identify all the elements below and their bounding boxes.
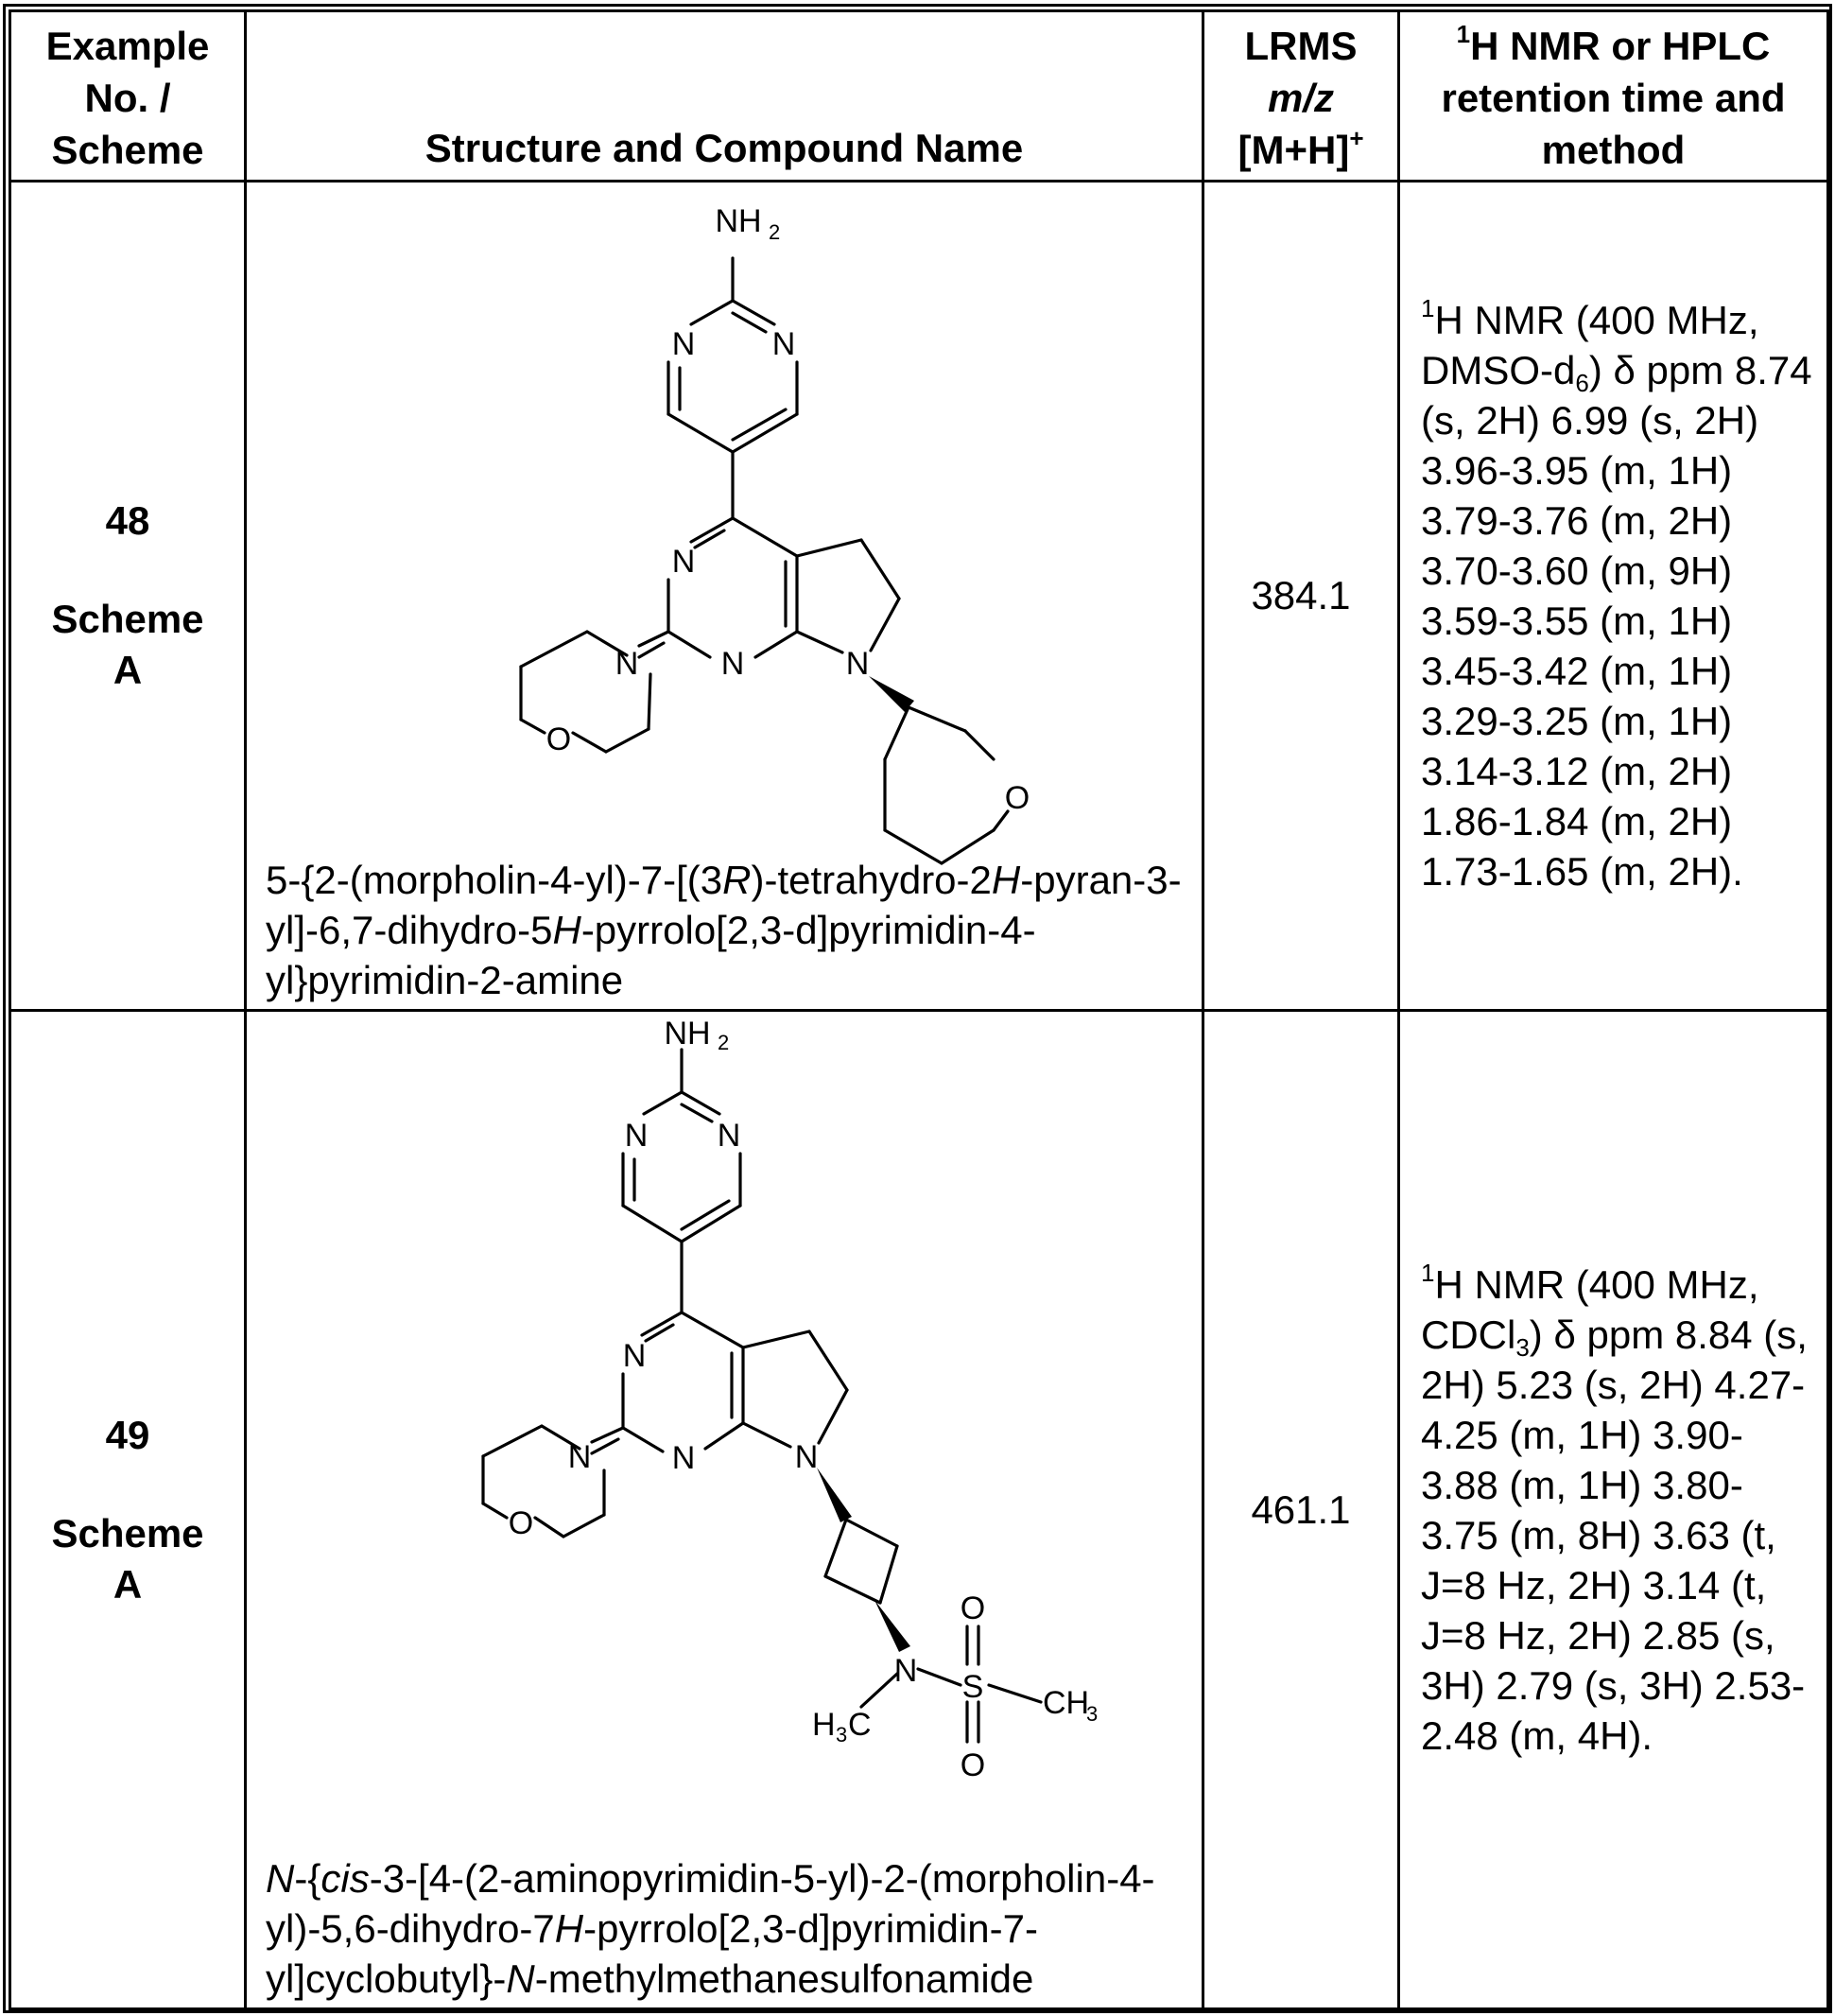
header-row: Example No. / Scheme Structure and Compo…: [10, 11, 1828, 182]
atom-nh2: NH: [664, 1016, 710, 1051]
scheme-letter: A: [11, 645, 244, 696]
compound-name: N-{cis-3-[4-(2-aminopyrimidin-5-yl)-2-(m…: [266, 1853, 1192, 2004]
header-lrms: LRMS m/z [M+H]+: [1203, 11, 1399, 182]
atom-h3c-sub: 3: [836, 1723, 847, 1747]
header-nmr-sup: 1: [1457, 20, 1470, 48]
compound-name-run: )-tetrahydro-2: [751, 858, 991, 902]
nmr-run: 6: [1575, 369, 1588, 397]
example-cell: 49 Scheme A: [10, 1011, 246, 2009]
example-cell: 48 Scheme A: [10, 182, 246, 1011]
header-example-line1: Example: [11, 20, 244, 72]
example-number: 49: [11, 1410, 244, 1461]
header-lrms-sup: +: [1349, 124, 1363, 152]
header-nmr-line1: H NMR or HPLC: [1470, 24, 1770, 68]
header-lrms-line2: m/z: [1268, 76, 1334, 120]
lrms-value: 384.1: [1251, 573, 1350, 617]
atom-n: N: [615, 646, 639, 682]
header-lrms-line1: LRMS: [1204, 20, 1397, 72]
nmr-text: 1H NMR (400 MHz, DMSO-d6) δ ppm 8.74 (s,…: [1421, 295, 1819, 896]
atom-nh2-sub: 2: [718, 1031, 729, 1054]
nmr-text: 1H NMR (400 MHz, CDCl3) δ ppm 8.84 (s, 2…: [1421, 1260, 1819, 1761]
compound-table: Example No. / Scheme Structure and Compo…: [9, 9, 1829, 2010]
atom-h3c-c: C: [848, 1707, 872, 1743]
atom-n: N: [846, 646, 870, 682]
atom-n: N: [894, 1653, 918, 1689]
compound-name-run: 5-{2-(morpholin-4-yl)-7-[(3: [266, 858, 722, 902]
header-nmr: 1H NMR or HPLC retention time and method: [1399, 11, 1828, 182]
compound-name-run: N: [266, 1856, 294, 1901]
scheme-label: Scheme: [11, 594, 244, 645]
compound-name-run: H: [555, 1906, 583, 1951]
atom-n: N: [672, 326, 696, 362]
atom-nh2: NH: [715, 203, 761, 239]
lrms-value: 461.1: [1251, 1487, 1350, 1532]
atom-n: N: [772, 326, 796, 362]
compound-name-run: -methylmethanesulfonamide: [535, 1956, 1034, 2001]
scheme-label: Scheme: [11, 1508, 244, 1559]
header-nmr-line3: method: [1400, 124, 1826, 176]
example-number: 48: [11, 495, 244, 547]
atom-n: N: [718, 1118, 741, 1154]
nmr-cell: 1H NMR (400 MHz, CDCl3) δ ppm 8.84 (s, 2…: [1399, 1011, 1828, 2009]
nmr-cell: 1H NMR (400 MHz, DMSO-d6) δ ppm 8.74 (s,…: [1399, 182, 1828, 1011]
structure-cell: NH 2 N N N N N N O N S O O H 3 C CH 3 N-…: [246, 1011, 1203, 2009]
lrms-cell: 384.1: [1203, 182, 1399, 1011]
atom-h3c: H: [812, 1707, 836, 1743]
atom-s: S: [962, 1669, 984, 1705]
atom-n: N: [625, 1118, 649, 1154]
compound-name-run: H: [552, 908, 580, 952]
atom-ch3-sub: 3: [1086, 1702, 1098, 1726]
atom-o: O: [961, 1747, 985, 1783]
compound-name-run: H: [992, 858, 1020, 902]
atom-o: O: [509, 1505, 533, 1541]
atom-n: N: [672, 544, 696, 580]
structure-cell: NH 2 N N N N N N O O 5-{2-(morpholin-4-y…: [246, 182, 1203, 1011]
nmr-run: 1: [1421, 294, 1434, 322]
nmr-run: 1: [1421, 1259, 1434, 1287]
nmr-run: ) δ ppm 8.74 (s, 2H) 6.99 (s, 2H) 3.96-3…: [1421, 348, 1812, 894]
header-structure-label: Structure and Compound Name: [425, 126, 1023, 170]
header-example-no: Example No. / Scheme: [10, 11, 246, 182]
table-row: 48 Scheme A: [10, 182, 1828, 1011]
atom-o: O: [546, 721, 571, 757]
atom-n: N: [623, 1338, 647, 1374]
lrms-cell: 461.1: [1203, 1011, 1399, 2009]
atom-o: O: [1005, 780, 1030, 816]
nmr-run: 3: [1515, 1333, 1529, 1362]
atom-n: N: [568, 1439, 592, 1475]
atom-o: O: [961, 1590, 985, 1626]
compound-name-run: R: [722, 858, 751, 902]
table-row: 49 Scheme A: [10, 1011, 1828, 2009]
compound-name-run: -{: [294, 1856, 320, 1901]
header-structure: Structure and Compound Name: [246, 11, 1203, 182]
compound-name-run: N: [506, 1956, 534, 2001]
atom-nh2-sub: 2: [769, 220, 780, 244]
header-nmr-line2: retention time and: [1400, 72, 1826, 124]
atom-n: N: [721, 646, 745, 682]
nmr-run: ) δ ppm 8.84 (s, 2H) 5.23 (s, 2H) 4.27-4…: [1421, 1312, 1808, 1758]
atom-ch3: CH: [1043, 1685, 1089, 1721]
header-lrms-line3: [M+H]: [1238, 128, 1349, 172]
atom-n: N: [795, 1439, 819, 1475]
compound-name: 5-{2-(morpholin-4-yl)-7-[(3R)-tetrahydro…: [266, 855, 1192, 1005]
header-example-line3: Scheme: [11, 124, 244, 176]
compound-name-run: cis: [320, 1856, 369, 1901]
header-example-line2: No. /: [11, 72, 244, 124]
atom-n: N: [672, 1440, 696, 1476]
scheme-letter: A: [11, 1559, 244, 1610]
